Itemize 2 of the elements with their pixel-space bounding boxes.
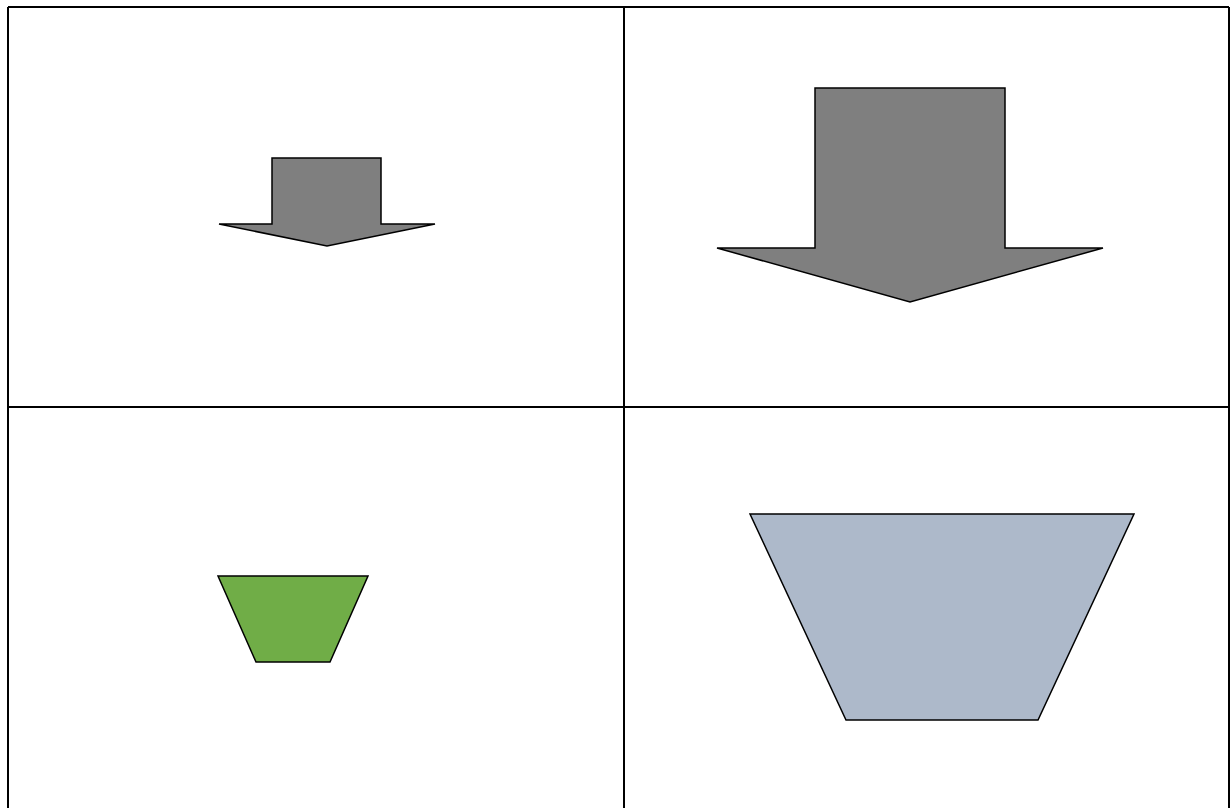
trapezoid-shape	[216, 575, 370, 663]
trapezoid-shape	[748, 513, 1136, 721]
